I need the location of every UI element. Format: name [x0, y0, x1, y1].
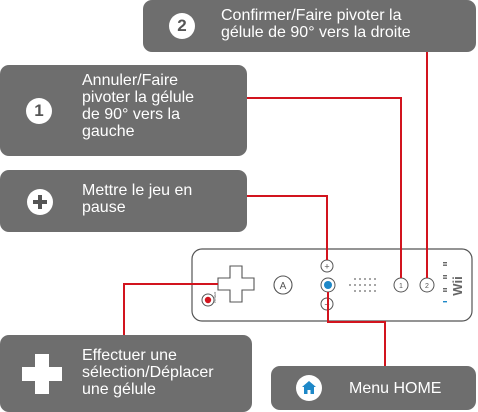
line-button-1	[247, 97, 402, 278]
connector-lines	[123, 52, 428, 366]
button-2-badge: 2	[169, 13, 195, 39]
power-label: POWER	[213, 291, 217, 303]
button-1-badge: 1	[26, 98, 52, 124]
callout-plus: Mettre le jeu en pause	[0, 170, 247, 232]
callout-dpad: Effectuer une sélection/Déplacer une gél…	[0, 335, 252, 412]
home-icon	[295, 374, 323, 407]
speaker-grille	[349, 278, 376, 292]
callout-two: 2 Confirmer/Faire pivoter la gélule de 9…	[143, 0, 476, 52]
svg-text:1: 1	[399, 283, 403, 290]
player-leds	[443, 262, 447, 303]
dpad-icon	[20, 352, 64, 401]
callout-one-text: Annuler/Faire pivoter la gélule de 90° v…	[82, 72, 195, 140]
callout-home-text: Menu HOME	[349, 380, 442, 397]
callout-two-text: Confirmer/Faire pivoter la gélule de 90°…	[221, 7, 411, 41]
svg-text:2: 2	[425, 283, 429, 290]
line-dpad	[123, 283, 218, 335]
a-button	[273, 275, 293, 295]
callout-home: Menu HOME	[271, 366, 476, 410]
callout-dpad-text: Effectuer une sélection/Déplacer une gél…	[82, 347, 214, 398]
power-button	[201, 293, 215, 307]
svg-text:+: +	[324, 262, 329, 272]
line-plus	[247, 195, 328, 260]
plus-icon	[27, 189, 53, 215]
callout-plus-text: Mettre le jeu en pause	[82, 182, 193, 216]
wii-logo: Wii	[450, 276, 465, 295]
dpad-button	[217, 265, 255, 303]
line-home	[327, 292, 386, 366]
a-button-label: A	[280, 281, 287, 292]
callout-one: 1 Annuler/Faire pivoter la gélule de 90°…	[0, 65, 247, 156]
